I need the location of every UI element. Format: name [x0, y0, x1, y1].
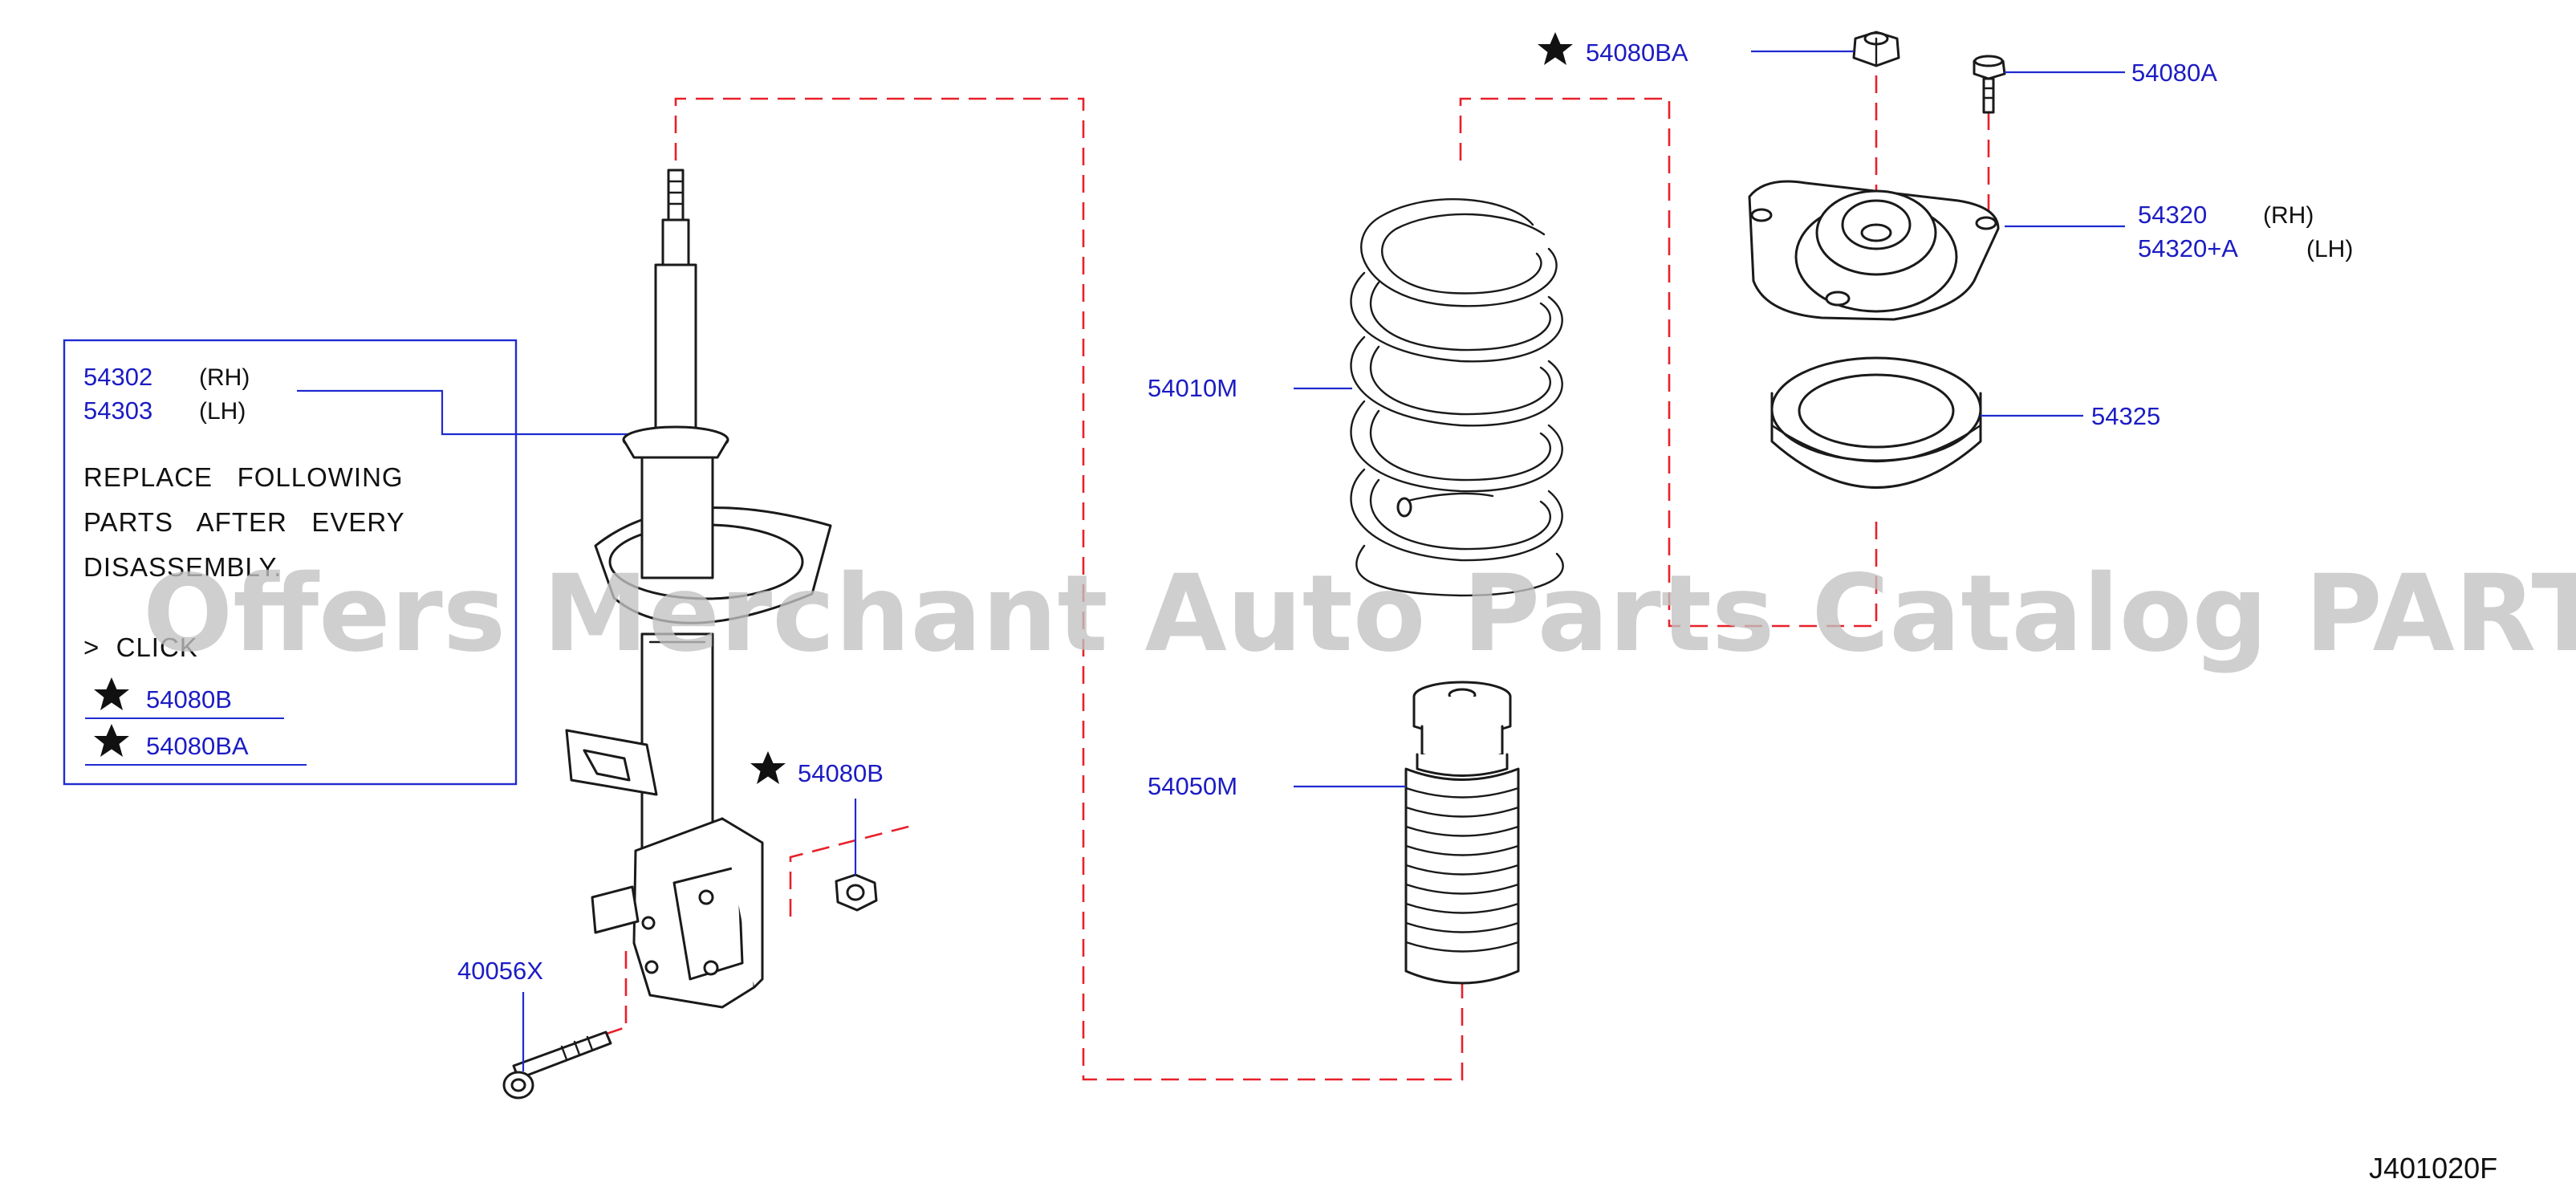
strut-bolt-drawing	[502, 1030, 612, 1100]
part-number-54302[interactable]: 54302	[83, 363, 152, 391]
strut-nut-drawing	[835, 873, 878, 912]
strut-assembly-drawing	[565, 169, 832, 1009]
part-number-54080BA[interactable]: 54080BA	[1586, 39, 1688, 67]
star-icon	[94, 677, 129, 710]
note-box: 54302 (RH) 54303 (LH) REPLACE FOLLOWING …	[63, 339, 518, 786]
mount-bolt-drawing	[1973, 55, 2006, 114]
side-label-rh: (RH)	[2263, 202, 2314, 229]
star-icon	[750, 751, 786, 784]
part-number-54080A[interactable]: 54080A	[2131, 59, 2217, 87]
top-nut-drawing	[1852, 30, 1900, 67]
starred-part-54080B[interactable]: 54080B	[146, 685, 232, 713]
strut-bearing-drawing	[1770, 356, 1982, 489]
part-number-54050M[interactable]: 54050M	[1148, 772, 1237, 800]
diagram-code: J401020F	[2369, 1152, 2497, 1185]
strut-mount-drawing	[1748, 180, 2000, 321]
side-label-lh: (LH)	[199, 398, 246, 425]
coil-spring-drawing	[1350, 198, 1564, 597]
strut-leader-line	[297, 389, 634, 436]
watermark-text: Offers Merchant Auto Parts Catalog PARTS…	[143, 552, 2576, 676]
side-label-lh: (LH)	[2306, 236, 2353, 262]
part-number-40056X[interactable]: 40056X	[457, 957, 543, 985]
side-label-rh: (RH)	[199, 364, 250, 391]
note-line-1: REPLACE FOLLOWING	[83, 462, 404, 492]
part-number-54325[interactable]: 54325	[2091, 402, 2160, 430]
starred-part-54080BA[interactable]: 54080BA	[146, 732, 249, 760]
part-number-54303[interactable]: 54303	[83, 396, 152, 425]
bump-stop-drawing	[1404, 681, 1520, 985]
note-line-2: PARTS AFTER EVERY	[83, 507, 405, 537]
click-label[interactable]: > CLICK	[83, 632, 198, 662]
part-number-54080B[interactable]: 54080B	[798, 759, 884, 787]
star-icon	[94, 724, 129, 757]
part-number-54320A[interactable]: 54320+A	[2138, 234, 2238, 262]
part-number-54010M[interactable]: 54010M	[1148, 374, 1237, 402]
star-icon	[1538, 32, 1573, 65]
note-line-3: DISASSEMBLY.	[83, 552, 282, 582]
part-number-54320[interactable]: 54320	[2138, 201, 2207, 229]
